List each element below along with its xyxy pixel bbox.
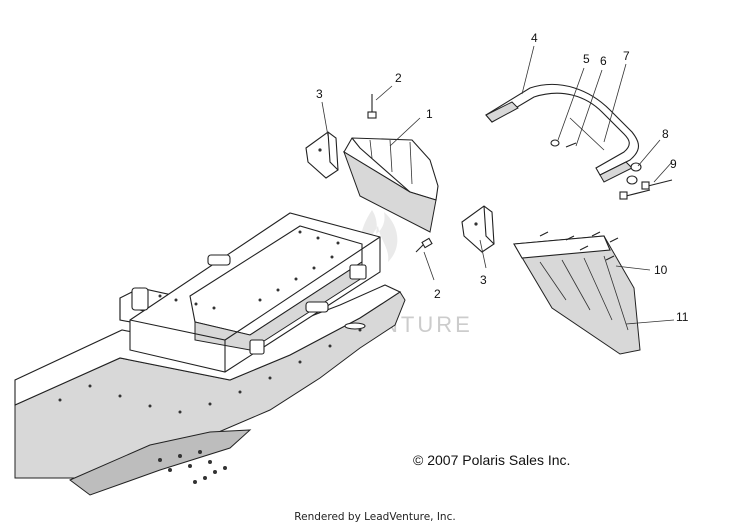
callout-8: 8 xyxy=(662,127,669,141)
callout-9: 9 xyxy=(670,157,677,171)
screw-top xyxy=(367,94,377,119)
copyright-notice: © 2007 Polaris Sales Inc. xyxy=(413,452,570,468)
rendered-by-footer: Rendered by LeadVenture, Inc. xyxy=(294,511,455,523)
callout-2-top: 2 xyxy=(395,71,402,85)
leader-lines xyxy=(321,45,675,325)
storage-bag xyxy=(343,137,439,233)
callout-3-left: 3 xyxy=(316,87,323,101)
callout-1: 1 xyxy=(426,107,433,121)
snow-flap xyxy=(513,235,641,355)
callout-2-bottom: 2 xyxy=(434,287,441,301)
callout-labels: 1 2 2 3 3 4 5 6 7 8 9 10 11 xyxy=(316,31,689,324)
callout-5: 5 xyxy=(583,52,590,66)
callout-10: 10 xyxy=(654,263,668,277)
nut xyxy=(550,139,560,147)
watermark-logo xyxy=(360,210,398,262)
bracket-left xyxy=(305,131,339,179)
callout-11: 11 xyxy=(676,310,689,324)
callout-7: 7 xyxy=(623,49,630,63)
callout-3-right: 3 xyxy=(480,273,487,287)
rivets xyxy=(539,231,619,261)
rear-tunnel-assembly xyxy=(14,212,406,496)
washer xyxy=(565,142,577,148)
grab-handle xyxy=(485,83,640,183)
callout-6: 6 xyxy=(600,54,607,68)
screw-bottom xyxy=(415,237,433,253)
bracket-right xyxy=(461,205,495,253)
callout-4: 4 xyxy=(531,31,538,45)
rivet-pattern xyxy=(58,230,362,484)
